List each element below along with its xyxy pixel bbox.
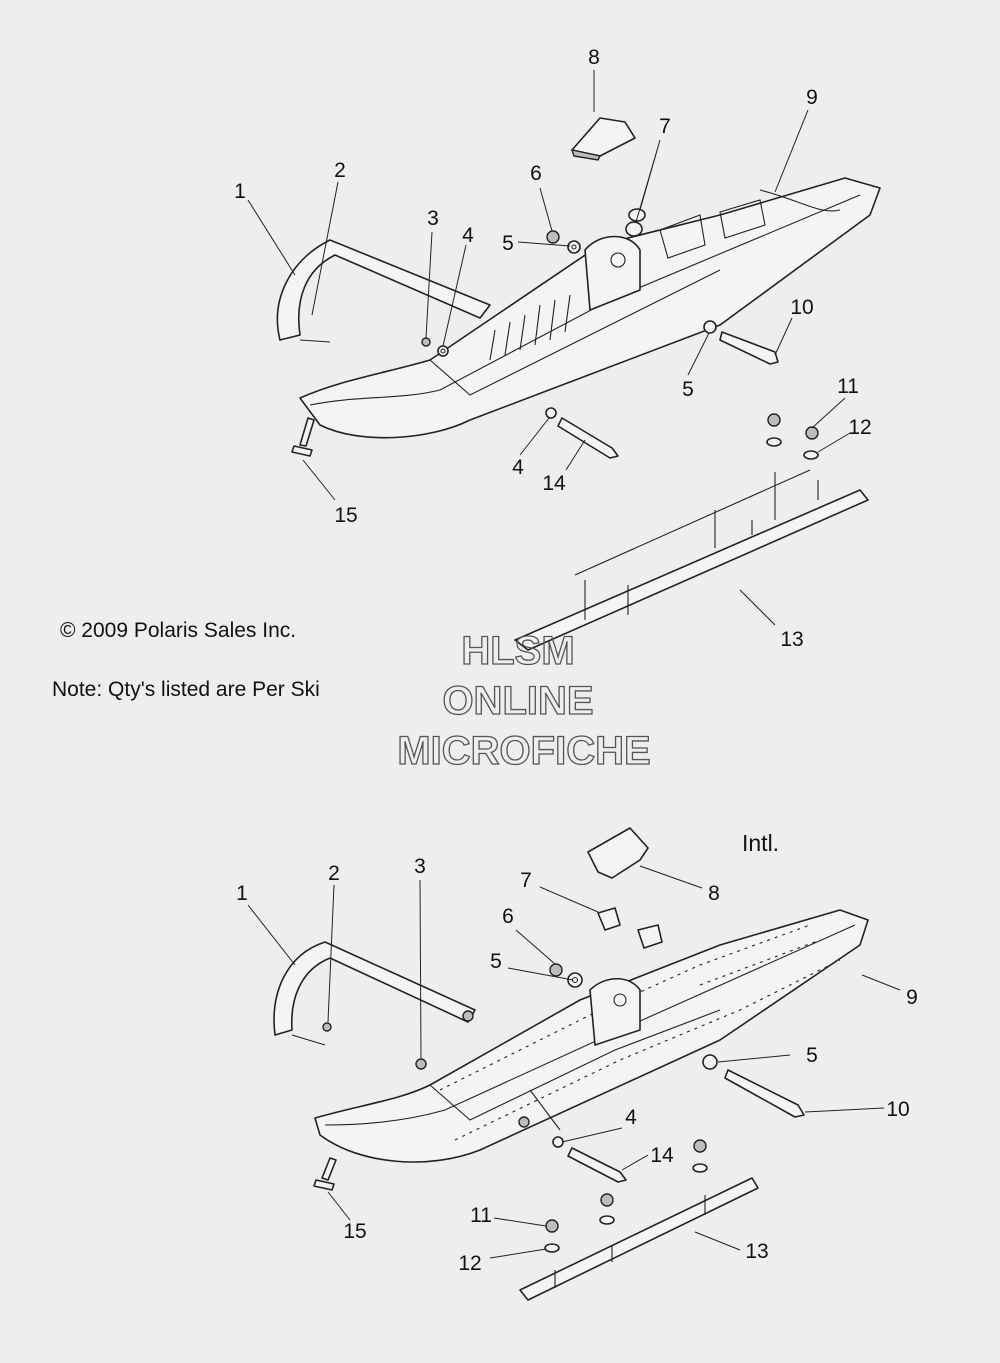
callout-bottom-11: 11 (470, 1204, 492, 1227)
callout-top-2: 2 (334, 159, 346, 182)
washer-5b-bottom (702, 1054, 718, 1070)
callout-bottom-9: 9 (906, 986, 918, 1009)
callout-top-12: 12 (848, 416, 871, 439)
nut-6-bottom (549, 963, 563, 977)
washer-5b-top (703, 320, 717, 334)
leaders-top (247, 70, 851, 626)
washer-4-top (437, 345, 449, 357)
nut-6-top (546, 230, 560, 244)
callout-bottom-8: 8 (708, 882, 720, 905)
qty-note: Note: Qty's listed are Per Ski (52, 678, 320, 701)
nut-11c-bottom (545, 1219, 559, 1233)
callout-top-7: 7 (659, 115, 671, 138)
callout-top-15: 15 (334, 504, 357, 527)
callout-top-11: 11 (837, 375, 859, 398)
callouts-bottom: 1 2 3 4 5 5 6 7 8 9 10 11 12 13 14 15 (236, 855, 918, 1275)
callout-top-14: 14 (542, 472, 566, 495)
callout-top-8: 8 (588, 46, 600, 69)
nut-11a-bottom (693, 1139, 707, 1153)
bushing-7a-top (628, 208, 646, 222)
washer-4b-top (545, 407, 557, 419)
callout-top-13: 13 (780, 628, 803, 651)
callout-top-5b: 5 (682, 378, 694, 401)
bushing-7a-bottom (597, 907, 621, 931)
watermark-line1: HLSM (461, 629, 574, 673)
bushing-7b-top (625, 221, 643, 237)
handle-loop-bottom (273, 941, 476, 1036)
washer-4-bottom (552, 1136, 564, 1148)
callout-bottom-14: 14 (650, 1144, 674, 1167)
callout-top-3: 3 (427, 207, 439, 230)
pad-8-top (571, 117, 636, 157)
callout-bottom-7: 7 (520, 869, 532, 892)
intl-label: Intl. (742, 830, 780, 856)
nut-3-bottom (415, 1058, 427, 1070)
washer-5-bottom (567, 972, 583, 988)
nut-11b-bottom (600, 1193, 614, 1207)
bolt-10-bottom (724, 1069, 805, 1118)
callout-bottom-13: 13 (745, 1240, 768, 1263)
bottom-assembly (247, 827, 901, 1301)
callout-top-9: 9 (806, 86, 818, 109)
callout-bottom-5b: 5 (806, 1044, 818, 1067)
bolt-10-top (719, 331, 779, 365)
washer-12a-top (766, 437, 782, 447)
watermark: HLSM ONLINE MICROFICHE (397, 628, 652, 773)
washer-12b-bottom (599, 1215, 615, 1225)
callouts-top: 1 2 3 4 4 5 5 6 7 8 9 10 11 12 13 14 15 (234, 46, 872, 651)
bolt-14-top (557, 417, 619, 459)
rivet-15-top (291, 417, 315, 457)
top-assembly (247, 70, 881, 651)
ski-body-bottom (314, 909, 869, 1163)
pad-8-bottom (587, 827, 649, 879)
callout-bottom-3: 3 (414, 855, 426, 878)
wear-bar-top (514, 489, 869, 651)
callout-bottom-10: 10 (886, 1098, 909, 1121)
leaders-bottom (247, 865, 901, 1259)
bolt-14-bottom (567, 1147, 627, 1183)
callout-top-4b: 4 (512, 456, 524, 479)
pin-2-bottom (322, 1022, 332, 1032)
watermark-line3: MICROFICHE (397, 729, 650, 773)
callout-bottom-15: 15 (343, 1220, 366, 1243)
callout-bottom-5a: 5 (490, 950, 502, 973)
callout-bottom-12: 12 (458, 1252, 481, 1275)
washer-12b-top (803, 450, 819, 460)
callout-top-10: 10 (790, 296, 813, 319)
bushing-7b-bottom (637, 924, 663, 949)
watermark-line2: ONLINE (442, 679, 593, 723)
nut-11a-top (767, 413, 781, 427)
callout-bottom-2: 2 (328, 862, 340, 885)
callout-top-4a: 4 (462, 224, 474, 247)
callout-top-5a: 5 (502, 232, 514, 255)
callout-bottom-6: 6 (502, 905, 514, 928)
nut-3-top (421, 337, 431, 347)
callout-bottom-4: 4 (625, 1106, 637, 1129)
callout-top-6: 6 (530, 162, 542, 185)
callout-top-1: 1 (234, 180, 246, 203)
rivet-15-bottom (313, 1157, 337, 1191)
washer-12a-bottom (692, 1163, 708, 1173)
wear-bar-bottom (519, 1177, 759, 1301)
callout-bottom-1: 1 (236, 882, 248, 905)
handle-loop-top (276, 239, 491, 341)
washer-12c-bottom (544, 1243, 560, 1253)
nut-11b-top (805, 426, 819, 440)
washer-5-top (567, 240, 581, 254)
copyright-note: © 2009 Polaris Sales Inc. (60, 619, 297, 642)
